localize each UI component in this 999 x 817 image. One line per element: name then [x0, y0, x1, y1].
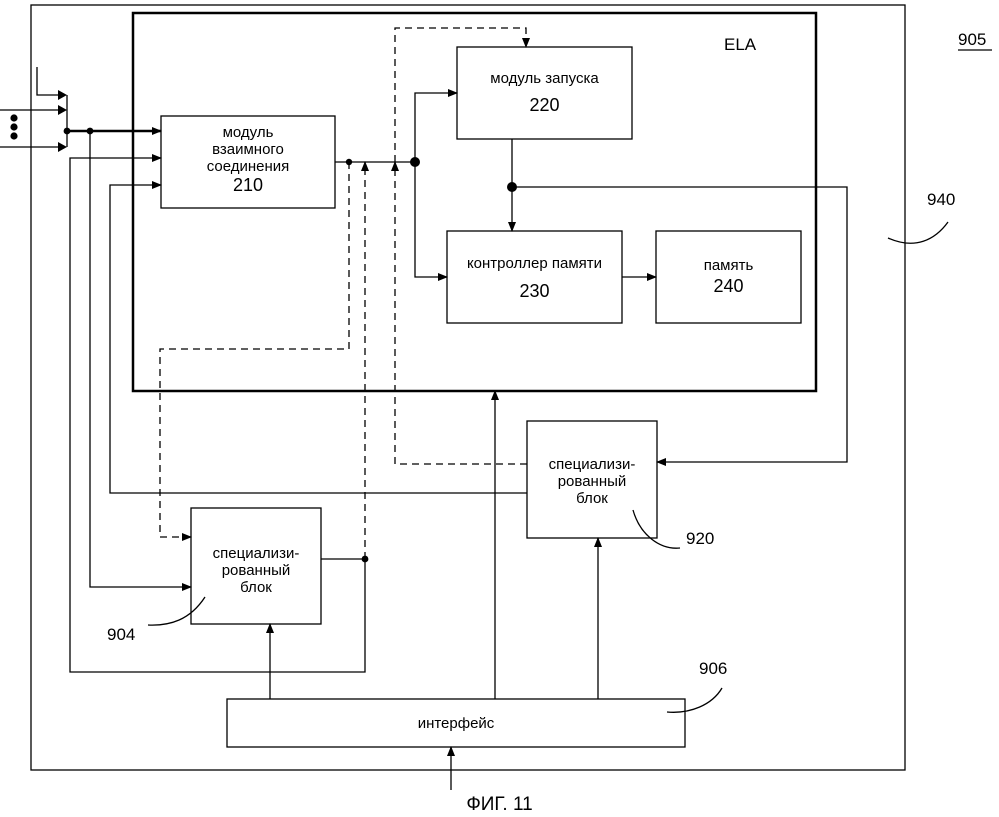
special-904-label-2: рованный: [191, 562, 321, 579]
figure-id: 905: [958, 30, 986, 50]
memory-number: 240: [656, 276, 801, 296]
ref-904: 904: [107, 625, 135, 645]
ref-920: 920: [686, 529, 714, 549]
input-bus: [0, 67, 67, 147]
special-920-label-2: рованный: [527, 473, 657, 490]
wire-to-memctrl: [415, 162, 447, 277]
bus-junction-a: [64, 128, 71, 135]
special-920-label-3: блок: [527, 490, 657, 507]
launch-number: 220: [457, 95, 632, 115]
ref-906: 906: [699, 659, 727, 679]
special-904-label-3: блок: [191, 579, 321, 596]
interconnect-label-3: соединения: [161, 158, 335, 175]
memctrl-number: 230: [447, 281, 622, 301]
wire-to-launch: [415, 93, 457, 162]
memctrl-box: [447, 231, 622, 323]
interconnect-label-2: взаимного: [161, 141, 335, 158]
special-920-label-1: специализи-: [527, 456, 657, 473]
input-arrowheads: [58, 90, 67, 152]
special-904-label-1: специализи-: [191, 545, 321, 562]
ellipsis-dots: [10, 114, 17, 139]
leader-940: [888, 222, 948, 243]
interface-label: интерфейс: [227, 715, 685, 732]
launch-label: модуль запуска: [457, 70, 632, 87]
memctrl-label: контроллер памяти: [447, 255, 622, 272]
interconnect-label-1: модуль: [161, 124, 335, 141]
interconnect-number: 210: [161, 175, 335, 195]
memory-label: память: [656, 257, 801, 274]
ela-label: ELA: [724, 35, 756, 55]
launch-box: [457, 47, 632, 139]
figure-caption: ФИГ. 11: [0, 795, 999, 815]
dashed-interconnect-to-904: [160, 162, 349, 537]
ref-940: 940: [927, 190, 955, 210]
